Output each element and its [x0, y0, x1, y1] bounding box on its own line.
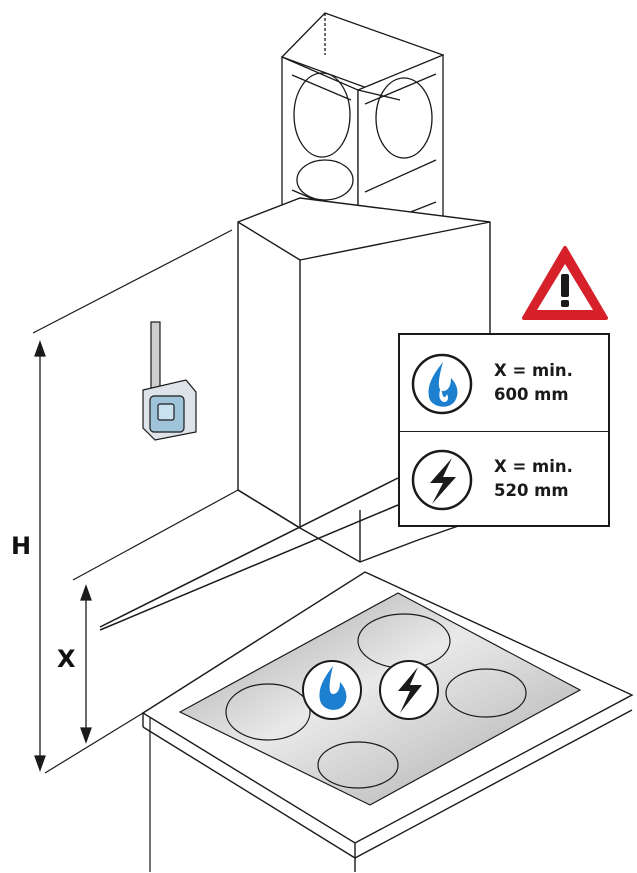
electric-distance-text: X = min. 520 mm — [494, 455, 606, 503]
lightning-bolt-icon — [411, 449, 473, 511]
gas-distance-text: X = min. 600 mm — [494, 359, 606, 407]
gas-min-label: X = min. — [494, 361, 573, 380]
wall-electrical-socket — [142, 321, 197, 441]
wall-lines — [32, 229, 239, 872]
dimension-h-line — [34, 340, 46, 772]
hob-gas-icon-badge — [302, 660, 362, 720]
electric-min-value: 520 mm — [494, 481, 569, 500]
gas-hob-requirement: X = min. 600 mm — [400, 335, 608, 432]
cooktop-hob — [178, 592, 582, 806]
electric-min-label: X = min. — [494, 457, 573, 476]
dimension-h-label: H — [11, 532, 32, 560]
warning-triangle-icon — [522, 246, 608, 320]
gas-flame-icon — [411, 353, 473, 415]
hob-electric-icon-badge — [379, 660, 439, 720]
minimum-distance-panel: X = min. 600 mm X = min. 520 mm — [398, 333, 610, 527]
dimension-x-line — [80, 584, 92, 744]
callout-pointer — [99, 477, 399, 631]
electric-hob-requirement: X = min. 520 mm — [400, 431, 608, 527]
gas-min-value: 600 mm — [494, 385, 569, 404]
dimension-x-label: X — [57, 645, 76, 673]
